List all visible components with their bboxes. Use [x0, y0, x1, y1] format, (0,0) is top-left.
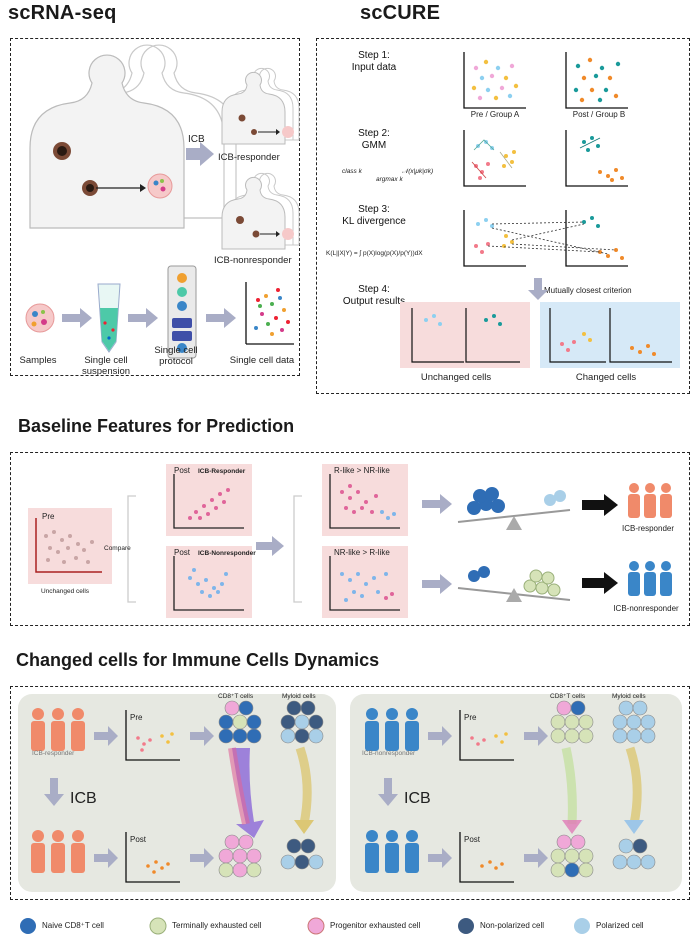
dyn-pre-right: Pre: [464, 713, 477, 722]
changed-cells-label: Changed cells: [575, 372, 637, 383]
baseline-nonresponder-label: ICB-nonresponder: [613, 604, 679, 613]
pipeline-data: Single cell data: [229, 355, 295, 366]
dyn-cd8-right: CD8⁺T cells: [550, 693, 586, 700]
pre-group-label: Pre / Group A: [470, 110, 520, 119]
scrna-illustration: [25, 44, 300, 359]
pipeline-samples: Samples: [19, 355, 57, 366]
legend-icon-naive: [20, 918, 36, 934]
gmm-formula-sub: argmax k: [376, 176, 403, 183]
gmm-formula-left: class k: [342, 168, 362, 175]
step2-label: Step 2: GMM: [358, 128, 390, 151]
pipeline-suspension: Single cell suspension: [81, 355, 131, 377]
baseline-pre-label: Pre: [42, 512, 55, 521]
icb-label: ICB: [188, 134, 205, 145]
baseline-unchanged-label: Unchanged cells: [40, 588, 90, 595]
dyn-post-left: Post: [130, 835, 147, 844]
step3-label: Step 3: KL divergence: [342, 204, 406, 227]
icb-nonresponder-label: ICB-nonresponder: [214, 255, 292, 266]
dyn-pre-left: Pre: [130, 713, 143, 722]
step4-label: Step 4: Output results: [342, 284, 406, 307]
post-nonresponder-label: Post: [174, 548, 191, 557]
dyn-icb-left: ICB: [70, 790, 97, 807]
dynamics-box: [10, 686, 690, 900]
baseline-box: [10, 452, 690, 626]
legend-icon-progenitor: [307, 917, 325, 935]
dyn-nonresponder-label: ICB-nonresponder: [362, 750, 416, 757]
dyn-responder-label: ICB-responder: [32, 750, 75, 757]
legend-progenitor-label: Progenitor exhausted cell: [330, 921, 421, 930]
post-responder-label: Post: [174, 466, 191, 475]
legend-icon-terminal: [149, 917, 167, 935]
gmm-formula-right: 𝒩(x|μk|σk): [402, 168, 434, 175]
dyn-post-right: Post: [464, 835, 481, 844]
dyn-icb-right: ICB: [404, 790, 431, 807]
icb-responder-label: ICB-responder: [218, 152, 280, 163]
legend-terminal-label: Terminally exhausted cell: [172, 921, 262, 930]
sccure-illustration: [400, 52, 680, 368]
pipeline-protocol: Single cell protocol: [154, 345, 198, 367]
criterion-label: Mutually closest criterion: [544, 286, 632, 295]
dyn-myeloid-left: Myloid cells: [282, 693, 316, 700]
unchanged-cells-label: Unchanged cells: [420, 372, 492, 383]
legend-polarized-label: Polarized cell: [596, 921, 644, 930]
legend-naive-label: Naive CD8⁺T cell: [42, 921, 104, 930]
post-group-label: Post / Group B: [572, 110, 626, 119]
scrna-box: [10, 38, 300, 376]
step1-label: Step 1: Input data: [351, 50, 397, 73]
legend-icons: [20, 917, 590, 935]
legend-icon-nonpolarized: [458, 918, 474, 934]
changed-title: Changed cells for Immune Cells Dynamics: [16, 650, 380, 670]
baseline-illustration: [28, 464, 672, 618]
rlike-label: R-like > NR-like: [334, 466, 390, 475]
icb-responder-tag: ICB-Responder: [198, 468, 246, 475]
baseline-responder-label: ICB-responder: [621, 524, 675, 533]
kl-formula: K(L||X|Y) = ∫ p(X)log(p(X)/p(Y))dX: [326, 250, 423, 257]
sccure-box: [316, 38, 690, 394]
dyn-myeloid-right: Myloid cells: [612, 693, 646, 700]
legend-nonpolarized-label: Non-polarized cell: [480, 921, 545, 930]
dyn-cd8-left: CD8⁺T cells: [218, 693, 254, 700]
scrna-title: scRNA-seq: [8, 2, 117, 24]
compare-label: Compare: [104, 545, 131, 552]
legend-icon-polarized: [574, 918, 590, 934]
icb-nonresponder-tag: ICB-Nonresponder: [198, 550, 256, 557]
baseline-title: Baseline Features for Prediction: [18, 416, 295, 436]
dynamics-illustration: [31, 700, 656, 883]
nrlike-label: NR-like > R-like: [334, 548, 390, 557]
sccure-title: scCURE: [360, 2, 441, 24]
